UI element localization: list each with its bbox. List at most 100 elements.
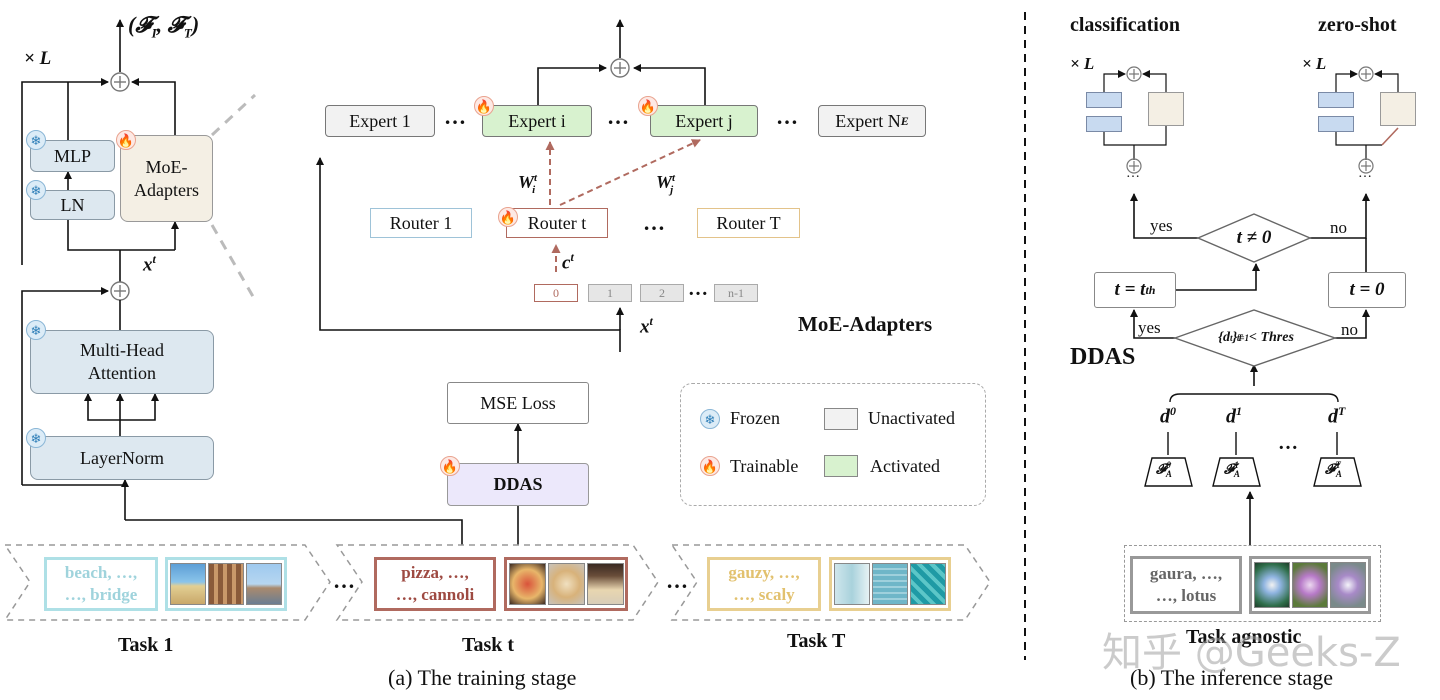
- image-bridge: [246, 563, 282, 605]
- image-pizza: [509, 563, 546, 605]
- mini-block: [1086, 116, 1122, 132]
- weight-wi-label: Wti: [518, 172, 538, 196]
- snowflake-icon: ❄: [26, 130, 46, 150]
- ct-label: ct: [562, 250, 574, 274]
- image-building: [208, 563, 244, 605]
- ddas-title: DDAS: [1070, 344, 1136, 370]
- zero-shot-title: zero-shot: [1318, 14, 1397, 36]
- legend-activated-swatch: [824, 455, 858, 477]
- image-flower-3: [1330, 562, 1366, 608]
- ellipsis: …: [444, 104, 466, 129]
- chip-n-1: n-1: [714, 284, 758, 302]
- task-agnostic-images: [1249, 556, 1371, 614]
- no-label-bottom: no: [1341, 320, 1358, 339]
- yes-label-top: yes: [1150, 216, 1173, 235]
- task-1-label: Task 1: [118, 634, 174, 656]
- task-1-words: beach, …, …, bridge: [44, 557, 158, 611]
- router-1-box: Router 1: [370, 208, 472, 238]
- expert-j-box: Expert j: [650, 105, 758, 137]
- flame-icon: 🔥: [474, 96, 494, 116]
- ellipsis: …: [666, 568, 688, 593]
- legend-activated: Activated: [870, 456, 940, 476]
- router-t-box: Router t: [506, 208, 608, 238]
- moe-panel-title: MoE-Adapters: [798, 312, 933, 336]
- mini-block: [1086, 92, 1122, 108]
- t-zero-box: t = 0: [1328, 272, 1406, 308]
- legend-frozen: Frozen: [730, 408, 780, 428]
- expert-1-box: Expert 1: [325, 105, 435, 137]
- ellipsis: …: [1126, 166, 1140, 181]
- task-agnostic-frame: [1124, 545, 1381, 622]
- mini-block: [1318, 92, 1354, 108]
- layernorm-block: LayerNorm: [30, 436, 214, 480]
- snowflake-icon: ❄: [26, 180, 46, 200]
- d1-label: d1: [1226, 404, 1242, 428]
- task-T-images: [829, 557, 951, 611]
- image-beach: [170, 563, 206, 605]
- chip-2: 2: [640, 284, 684, 302]
- mini-block: [1318, 116, 1354, 132]
- weight-wj-label: Wtj: [656, 172, 676, 196]
- mini-block: [1380, 92, 1416, 126]
- faT-label: 𝓕TA: [1325, 460, 1342, 480]
- ellipsis: …: [688, 278, 708, 300]
- layer-xt-label: xt: [143, 252, 156, 276]
- ellipsis: …: [333, 568, 355, 593]
- zero-shot-repeat: × L: [1302, 54, 1327, 73]
- flame-icon: 🔥: [638, 96, 658, 116]
- image-flower-2: [1292, 562, 1328, 608]
- ellipsis: …: [643, 210, 665, 235]
- task-agnostic-label: Task agnostic: [1186, 626, 1302, 648]
- task-t-words: pizza, …, …, cannoli: [374, 557, 496, 611]
- image-cannoli: [587, 563, 624, 605]
- ellipsis: …: [776, 104, 798, 129]
- moe-xt-label: xt: [640, 314, 653, 338]
- flame-icon: 🔥: [498, 207, 518, 227]
- image-scaly: [910, 563, 946, 605]
- training-caption: (a) The training stage: [388, 665, 577, 690]
- ellipsis: …: [1278, 432, 1298, 454]
- task-agnostic-words: gaura, …, …, lotus: [1130, 556, 1242, 614]
- no-label-top: no: [1330, 218, 1347, 237]
- cond-t-not-zero: t ≠ 0: [1236, 227, 1272, 248]
- flame-icon: 🔥: [116, 130, 136, 150]
- classification-repeat: × L: [1070, 54, 1095, 73]
- snowflake-icon: ❄: [26, 320, 46, 340]
- image-flower-1: [1254, 562, 1290, 608]
- legend-unactivated-swatch: [824, 408, 858, 430]
- task-1-chevron: [3, 544, 331, 621]
- image-grid: [872, 563, 908, 605]
- task-1-images: [165, 557, 287, 611]
- chip-0: 0: [534, 284, 578, 302]
- mini-block: [1148, 92, 1184, 126]
- task-t-images: [504, 557, 628, 611]
- router-T-box: Router T: [697, 208, 800, 238]
- task-t-chevron: [335, 544, 659, 621]
- expert-i-box: Expert i: [482, 105, 592, 137]
- image-taco: [548, 563, 585, 605]
- classification-title: classification: [1070, 14, 1180, 36]
- multi-head-attention-block: Multi-Head Attention: [30, 330, 214, 394]
- flame-icon: 🔥: [440, 456, 460, 476]
- image-gauzy: [834, 563, 870, 605]
- snowflake-icon: ❄: [700, 409, 720, 429]
- legend-box: [680, 383, 986, 506]
- layer-repeat-label: × L: [24, 48, 52, 69]
- chip-1: 1: [588, 284, 632, 302]
- legend-trainable: Trainable: [730, 456, 799, 476]
- fa1-label: 𝓕1A: [1224, 460, 1240, 480]
- legend-unactivated: Unactivated: [868, 408, 955, 428]
- snowflake-icon: ❄: [26, 428, 46, 448]
- yes-label-bottom: yes: [1138, 318, 1161, 337]
- watermark: 知乎 @Geeks-Z: [1102, 630, 1401, 676]
- task-t-label: Task t: [462, 634, 515, 656]
- ddas-box: DDAS: [447, 463, 589, 506]
- inference-caption: (b) The inference stage: [1130, 665, 1333, 690]
- moe-adapters-block: MoE- Adapters: [120, 135, 213, 222]
- d0-label: d0: [1160, 404, 1176, 428]
- mse-loss-box: MSE Loss: [447, 382, 589, 424]
